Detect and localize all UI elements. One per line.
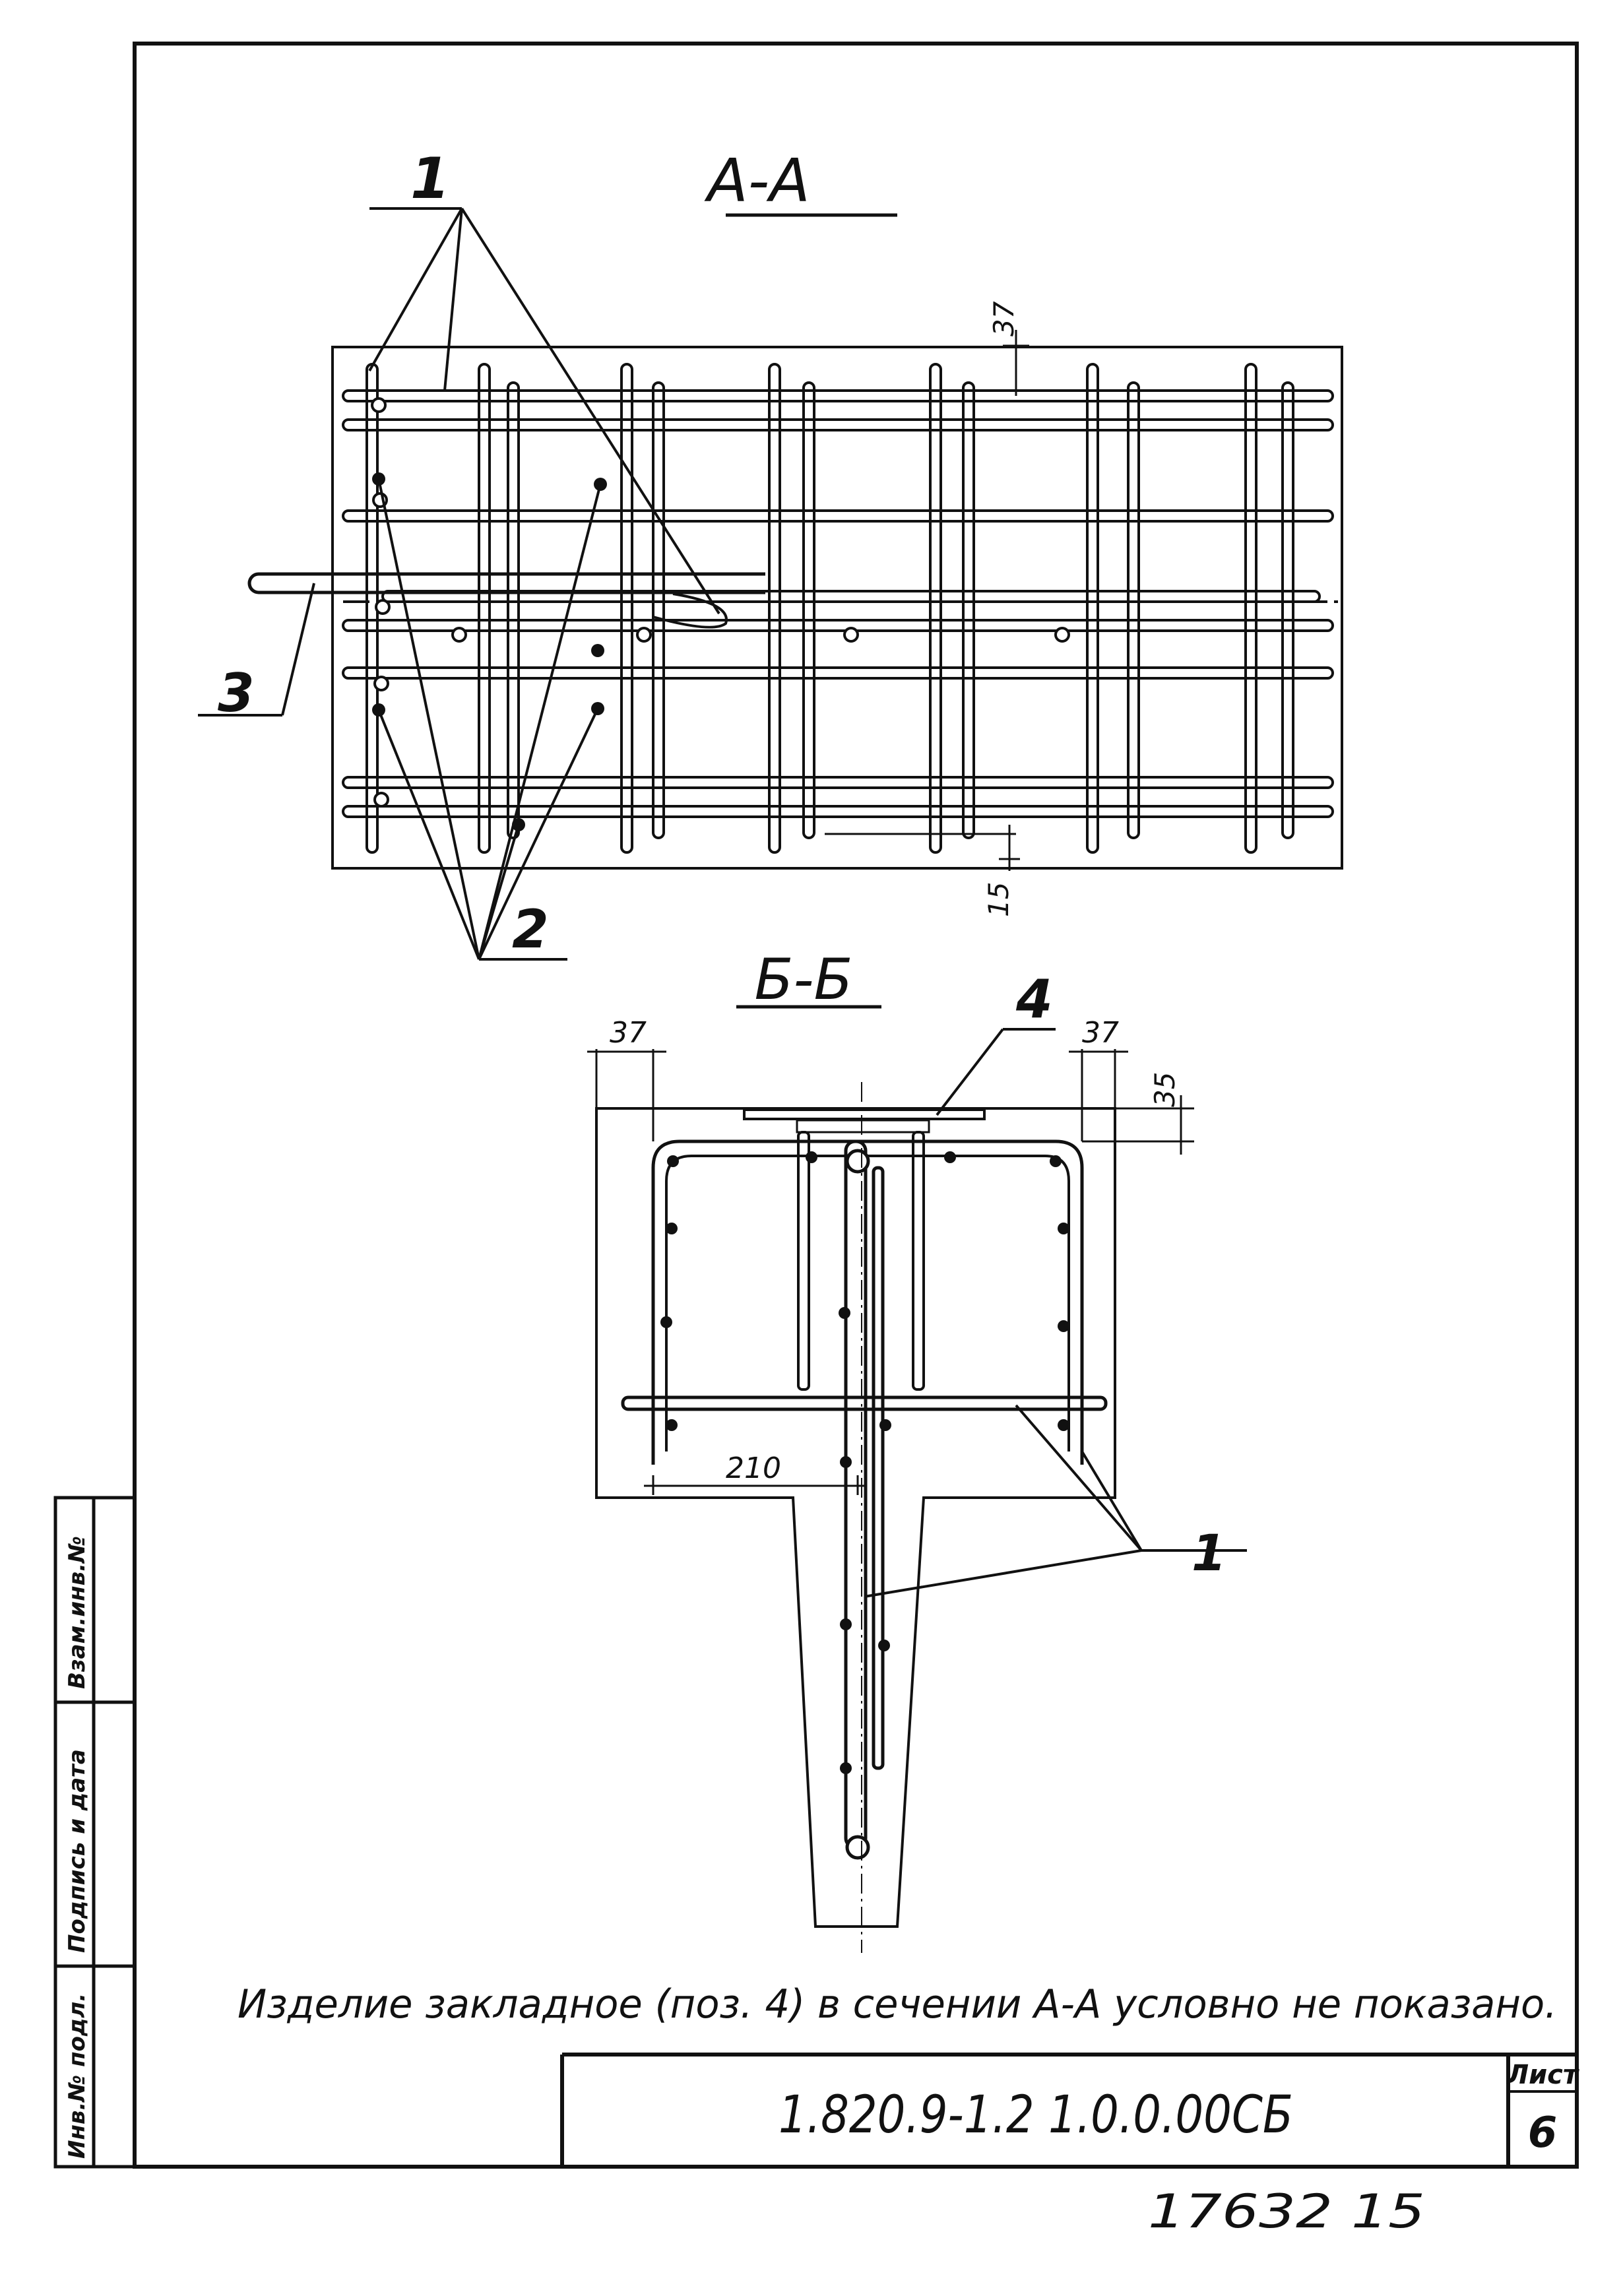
footer-archive-number: 17632 15 — [1148, 2184, 1425, 2239]
section-bb: Б-Б — [587, 947, 1247, 1953]
bb-stirrup — [651, 1139, 1084, 1465]
sheet-frame — [133, 42, 1579, 2169]
dim-aa-top: 37 — [988, 301, 1020, 336]
aa-horizontal-bars — [342, 389, 1339, 818]
callout-pos3-aa: 3 — [218, 662, 255, 724]
aa-rebar-dots — [372, 472, 607, 831]
aa-open-dots — [371, 397, 1070, 808]
dim-bb-top: 35 — [1149, 1072, 1181, 1107]
inv-no-label: Инв.№ подл. — [64, 1993, 90, 2159]
drawing-designation: 1.820.9-1.2 1.0.0.00СБ — [779, 2086, 1293, 2145]
callout-pos1-bb: 1 — [1192, 1523, 1226, 1582]
bb-concrete-outline — [595, 1107, 1116, 1928]
aa-vertical-bars — [366, 363, 1294, 854]
replaces-inv-label: Взам.инв.№ — [64, 1536, 90, 1689]
drawing-note: Изделие закладное (поз. 4) в сечении А-А… — [238, 1981, 1557, 2027]
aa-lifting-loop — [247, 572, 765, 594]
dim-aa-bottom: 15 — [982, 882, 1015, 917]
aa-concrete-outline — [331, 346, 1343, 870]
dim-bb-left: 37 — [610, 1016, 647, 1050]
bb-rebar-dots — [660, 1151, 1069, 1774]
sheet-number: 6 — [1528, 2109, 1558, 2157]
bb-embedded-plate — [743, 1108, 986, 1120]
callout-pos1-aa: 1 — [410, 146, 450, 212]
callout-pos2-aa: 2 — [512, 899, 549, 960]
dim-bb-width: 210 — [726, 1451, 781, 1485]
section-aa-title: А-А — [704, 146, 810, 216]
signature-date-label: Подпись и дата — [64, 1749, 90, 1953]
callout-pos4-bb: 4 — [1015, 969, 1053, 1030]
side-stamp: Взам.инв.№ Подпись и дата Инв.№ подл. — [53, 1496, 137, 2169]
section-aa: А-А — [198, 146, 1343, 961]
sheet-label: Лист — [1506, 2060, 1580, 2090]
section-bb-title: Б-Б — [754, 947, 852, 1013]
dim-bb-right: 37 — [1082, 1016, 1119, 1050]
